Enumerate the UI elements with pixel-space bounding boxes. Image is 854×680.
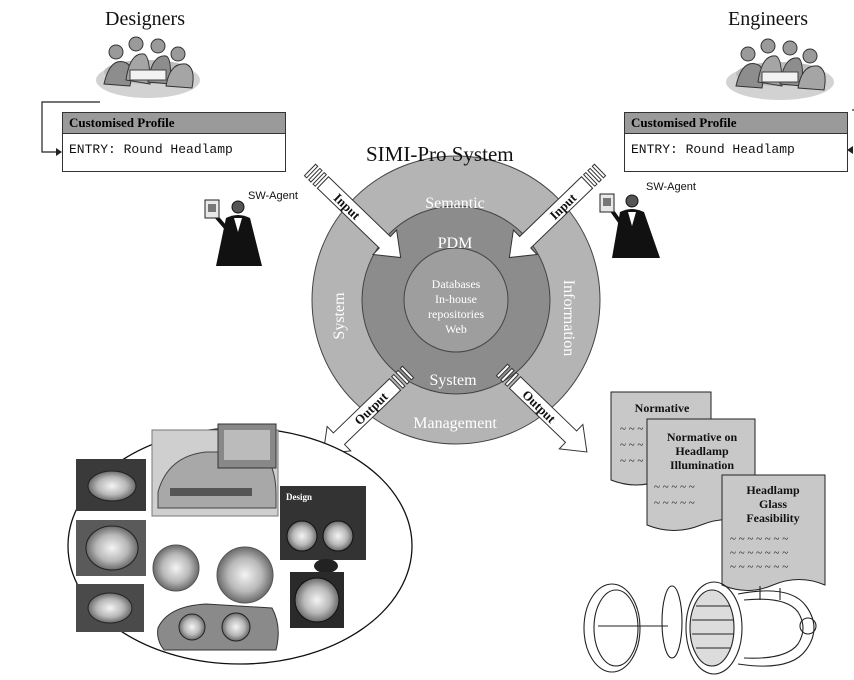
- sw-agent-right-label: SW-Agent: [646, 181, 696, 193]
- designers-profile-entry: ENTRY: Round Headlamp: [69, 142, 233, 157]
- engineers-connector-arrowhead: [847, 146, 853, 154]
- designers-profile-title: Customised Profile: [63, 113, 285, 134]
- document-illumination-title-line-3: Illumination: [670, 458, 734, 472]
- sw-agent-right-icon: [599, 193, 660, 258]
- document-normative-title: Normative: [635, 401, 690, 415]
- document-text-squiggle: ~ ~ ~ ~: [620, 439, 652, 451]
- ring-outer-right-label: Information: [560, 280, 577, 356]
- designers-title: Designers: [105, 8, 185, 30]
- headlamp-exploded-drawing: [583, 581, 817, 675]
- document-glass-title-line-2: Glass: [759, 497, 787, 511]
- document-illumination-title-line-1: Normative on: [667, 430, 738, 444]
- document-glass-feasibility: Headlamp Glass Feasibility ~ ~ ~ ~ ~ ~ ~…: [721, 474, 826, 591]
- ring-outer-left-label: System: [331, 292, 348, 340]
- sw-agent-left-label: SW-Agent: [248, 190, 298, 202]
- core-label-line-1: Databases: [432, 277, 481, 291]
- document-text-squiggle: ~ ~ ~ ~: [620, 423, 652, 435]
- system-title: SIMI-Pro System: [366, 142, 514, 166]
- document-glass-title-line-3: Feasibility: [746, 511, 799, 525]
- core-label-line-3: repositories: [428, 307, 484, 321]
- core-label-line-2: In-house: [435, 292, 477, 306]
- engineers-title: Engineers: [728, 8, 808, 30]
- ring-middle-top-label: PDM: [438, 235, 473, 252]
- document-text-squiggle: ~ ~ ~ ~ ~ ~ ~: [730, 561, 788, 573]
- engineers-group-icon: [726, 38, 834, 100]
- designers-profile-box: Customised Profile ENTRY: Round Headlamp: [62, 112, 286, 172]
- engineers-profile-entry: ENTRY: Round Headlamp: [631, 142, 795, 157]
- core-label-line-4: Web: [445, 322, 467, 336]
- ring-outer-top-label: Semantic: [425, 195, 485, 212]
- ring-outer-bottom-label: Management: [413, 415, 497, 432]
- document-text-squiggle: ~ ~ ~ ~: [620, 455, 652, 467]
- document-glass-title-line-1: Headlamp: [746, 483, 800, 497]
- input-arrow-right: Input: [508, 163, 607, 259]
- document-text-squiggle: ~ ~ ~ ~ ~ ~ ~: [730, 547, 788, 559]
- designers-connector: [41, 101, 100, 153]
- headlamp-assembly-photo: [157, 603, 279, 651]
- document-text-squiggle: ~ ~ ~ ~ ~ ~ ~: [730, 533, 788, 545]
- svg-text:Design: Design: [286, 492, 312, 502]
- document-illumination-title-line-2: Headlamp: [675, 444, 729, 458]
- core-circle: [403, 247, 509, 353]
- sw-agent-left-icon: [204, 199, 262, 266]
- engineers-profile-title: Customised Profile: [625, 113, 847, 134]
- document-text-squiggle: ~ ~ ~ ~ ~: [654, 497, 695, 509]
- headlamp-photo-collage: Design: [76, 423, 366, 651]
- document-text-squiggle: ~ ~ ~ ~ ~: [654, 481, 695, 493]
- engineers-profile-box: Customised Profile ENTRY: Round Headlamp: [624, 112, 848, 172]
- ring-middle-bottom-label: System: [429, 372, 477, 389]
- designers-connector-arrowhead: [56, 148, 62, 156]
- designers-group-icon: [96, 36, 200, 98]
